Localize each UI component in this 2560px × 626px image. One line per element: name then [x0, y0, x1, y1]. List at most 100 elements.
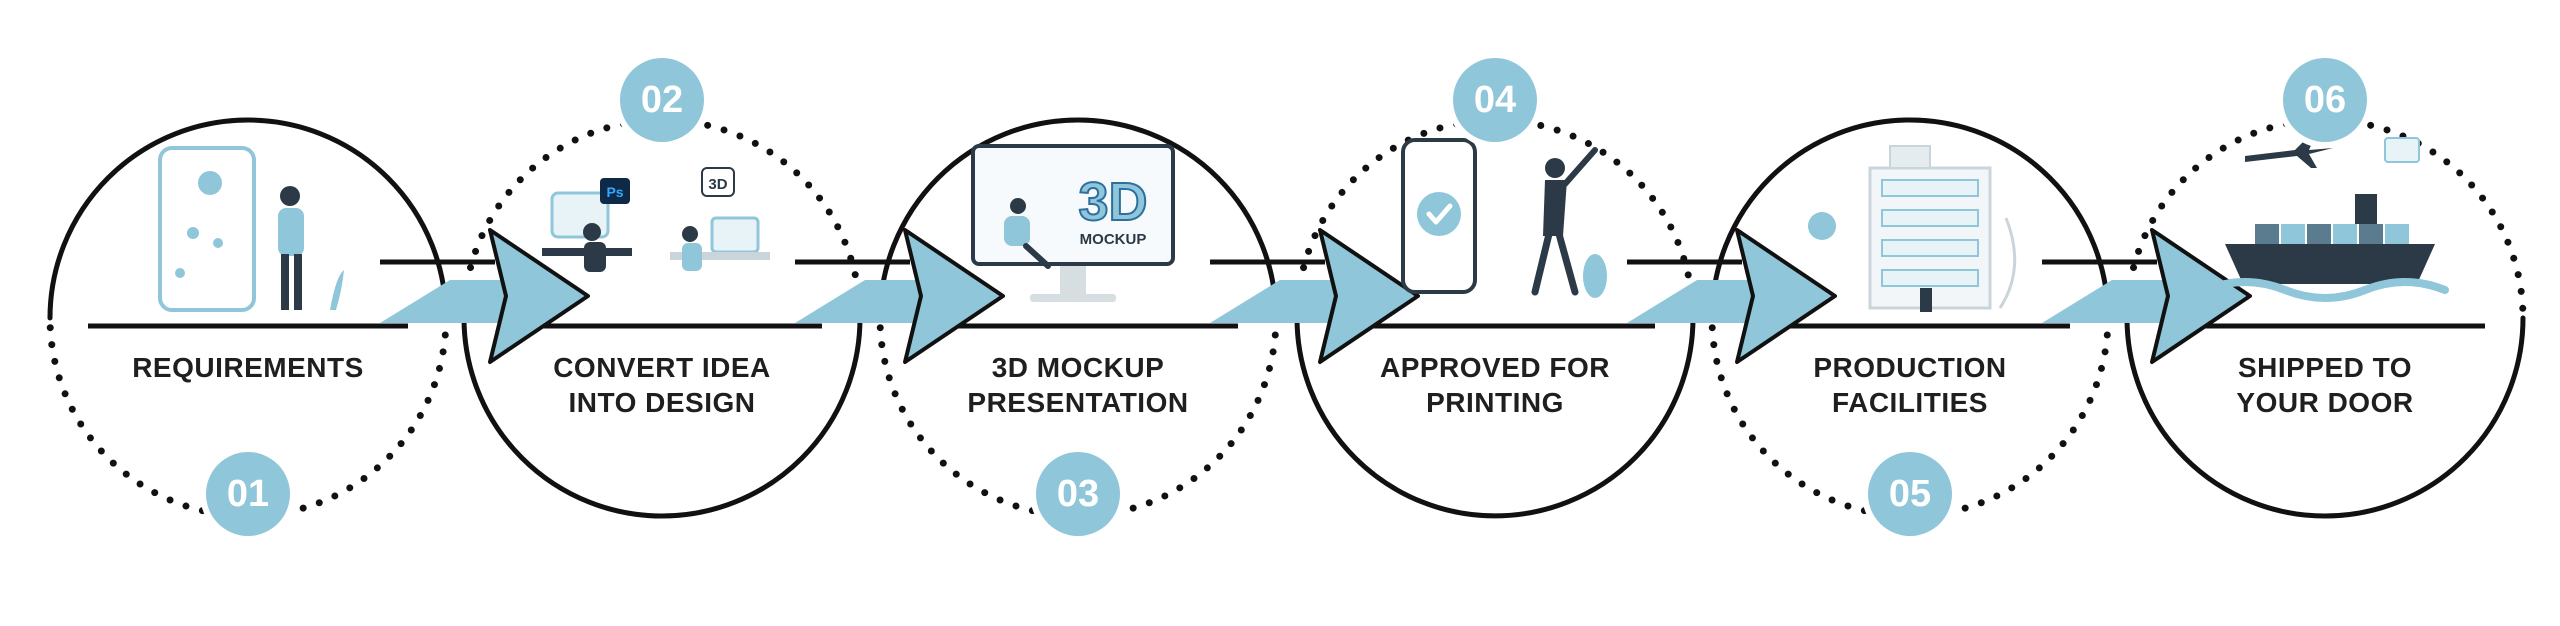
person-leg-icon [281, 254, 289, 310]
step-label-3: 3D MOCKUP PRESENTATION [928, 350, 1228, 420]
step-circle-6 [2123, 116, 2527, 519]
woman-head-icon [1545, 158, 1565, 178]
circle-bottom-arc [1708, 314, 2112, 520]
arrow-head [1318, 228, 1420, 364]
step-label-5: PRODUCTION FACILITIES [1760, 350, 2060, 420]
circle-top-arc [1709, 117, 2111, 321]
designer-body-icon [682, 243, 702, 271]
step-label-6-line-2: YOUR DOOR [2236, 387, 2414, 418]
design-illustration: Ps 3D [542, 167, 770, 272]
photoshop-icon-text: Ps [606, 184, 623, 200]
checkmark-tick-icon [1426, 203, 1453, 225]
shipping-illustration [2201, 136, 2449, 302]
circle-bottom-arc [876, 314, 1280, 520]
arrow-ribbon [2042, 280, 2187, 323]
step-circle-1 [46, 117, 450, 520]
presenter-leg-icon [1023, 243, 1051, 269]
step-number-badge-1: 01 [206, 452, 290, 536]
step-number-badge-3: 03 [1036, 452, 1120, 536]
circle-bottom-arc [461, 315, 863, 519]
step-arrows [380, 228, 2252, 364]
pipe-icon [1998, 217, 2017, 309]
ship-bridge-icon [2355, 194, 2377, 224]
leaf-icon [1583, 254, 1607, 298]
desk-icon [670, 252, 770, 260]
connector-arrow-1 [380, 228, 590, 364]
approved-illustration [1401, 138, 1607, 298]
step-number-badge-5: 05 [1868, 452, 1952, 536]
circle-top-arc [1293, 116, 1697, 322]
factory-illustration [1808, 145, 2017, 312]
step-circles [46, 116, 2527, 520]
woman-arm-icon [1562, 147, 1598, 187]
3d-icon-text: 3D [708, 176, 727, 193]
circle-bottom-arc [46, 314, 450, 520]
step-label-5-line-2: FACILITIES [1832, 387, 1988, 418]
step-number-badge-6: 06 [2283, 58, 2367, 142]
connector-arrow-5 [2042, 228, 2252, 364]
person-leg-icon [294, 254, 302, 310]
designer-body-icon [584, 242, 606, 272]
container-icon [2333, 224, 2357, 244]
arrow-head [2150, 228, 2252, 364]
phone-dot [213, 238, 223, 248]
connector-arrow-4 [1627, 228, 1837, 364]
container-icon [2385, 224, 2409, 244]
step-label-3-line-2: PRESENTATION [967, 387, 1189, 418]
step-label-6-line-1: SHIPPED TO [2237, 352, 2413, 383]
arrow-ribbon [1627, 280, 1772, 323]
building-roof-icon [1889, 145, 1931, 169]
step-number-badge-2: 02 [620, 58, 704, 142]
arrow-ribbon [1210, 280, 1355, 323]
checkmark-icon [1417, 192, 1461, 236]
container-icon [2307, 224, 2331, 244]
container-icon [2281, 224, 2305, 244]
phone-dot [198, 171, 222, 195]
requirements-illustration [158, 146, 344, 312]
monitor-icon [710, 216, 760, 254]
woman-leg-icon [1531, 230, 1553, 296]
arrow-ribbon [380, 280, 525, 323]
step-circle-2 [460, 116, 864, 519]
designer-head-icon [583, 223, 601, 241]
connector-arrow-2 [795, 228, 1005, 364]
step-label-1: REQUIREMENTS [98, 350, 398, 385]
airplane-icon [2245, 136, 2333, 168]
container-icon [2255, 224, 2279, 244]
step-label-4-line-1: APPROVED FOR [1379, 352, 1611, 383]
arrow-head [903, 228, 1005, 364]
circle-top-arc [47, 117, 449, 321]
water-wave-icon [2201, 278, 2449, 302]
map-card-icon [2384, 137, 2420, 163]
step-label-4: APPROVED FOR PRINTING [1345, 350, 1645, 420]
step-label-1-line-1: REQUIREMENTS [132, 352, 364, 383]
tree-icon [1808, 212, 1836, 240]
step-label-4-line-2: PRINTING [1426, 387, 1564, 418]
woman-leg-icon [1555, 230, 1579, 296]
step-circle-3 [876, 117, 1280, 520]
building-door-icon [1920, 288, 1932, 312]
step-circle-5 [1708, 117, 2112, 520]
step-label-6: SHIPPED TO YOUR DOOR [2175, 350, 2475, 420]
circle-bottom-arc [2124, 315, 2526, 519]
presenter-body-icon [1004, 216, 1030, 246]
building-window-row [1881, 239, 1979, 257]
building-window-row [1881, 269, 1979, 287]
woman-body-icon [1543, 180, 1567, 236]
presenter-head-icon [1010, 198, 1026, 214]
monitor-base-icon [1030, 294, 1116, 302]
circle-top-arc [460, 116, 864, 322]
arrow-ribbon [795, 280, 940, 323]
ship-hull-icon [2225, 244, 2435, 284]
container-icon [2359, 224, 2383, 244]
step-circle-4 [1293, 116, 1697, 519]
step-label-3-line-1: 3D MOCKUP [991, 352, 1165, 383]
connector-arrow-3 [1210, 228, 1420, 364]
step-number-badge-4: 04 [1453, 58, 1537, 142]
designer-head-icon [682, 226, 698, 242]
building-window-row [1881, 209, 1979, 227]
circle-top-arc [2123, 116, 2527, 322]
3d-icon [701, 167, 735, 197]
